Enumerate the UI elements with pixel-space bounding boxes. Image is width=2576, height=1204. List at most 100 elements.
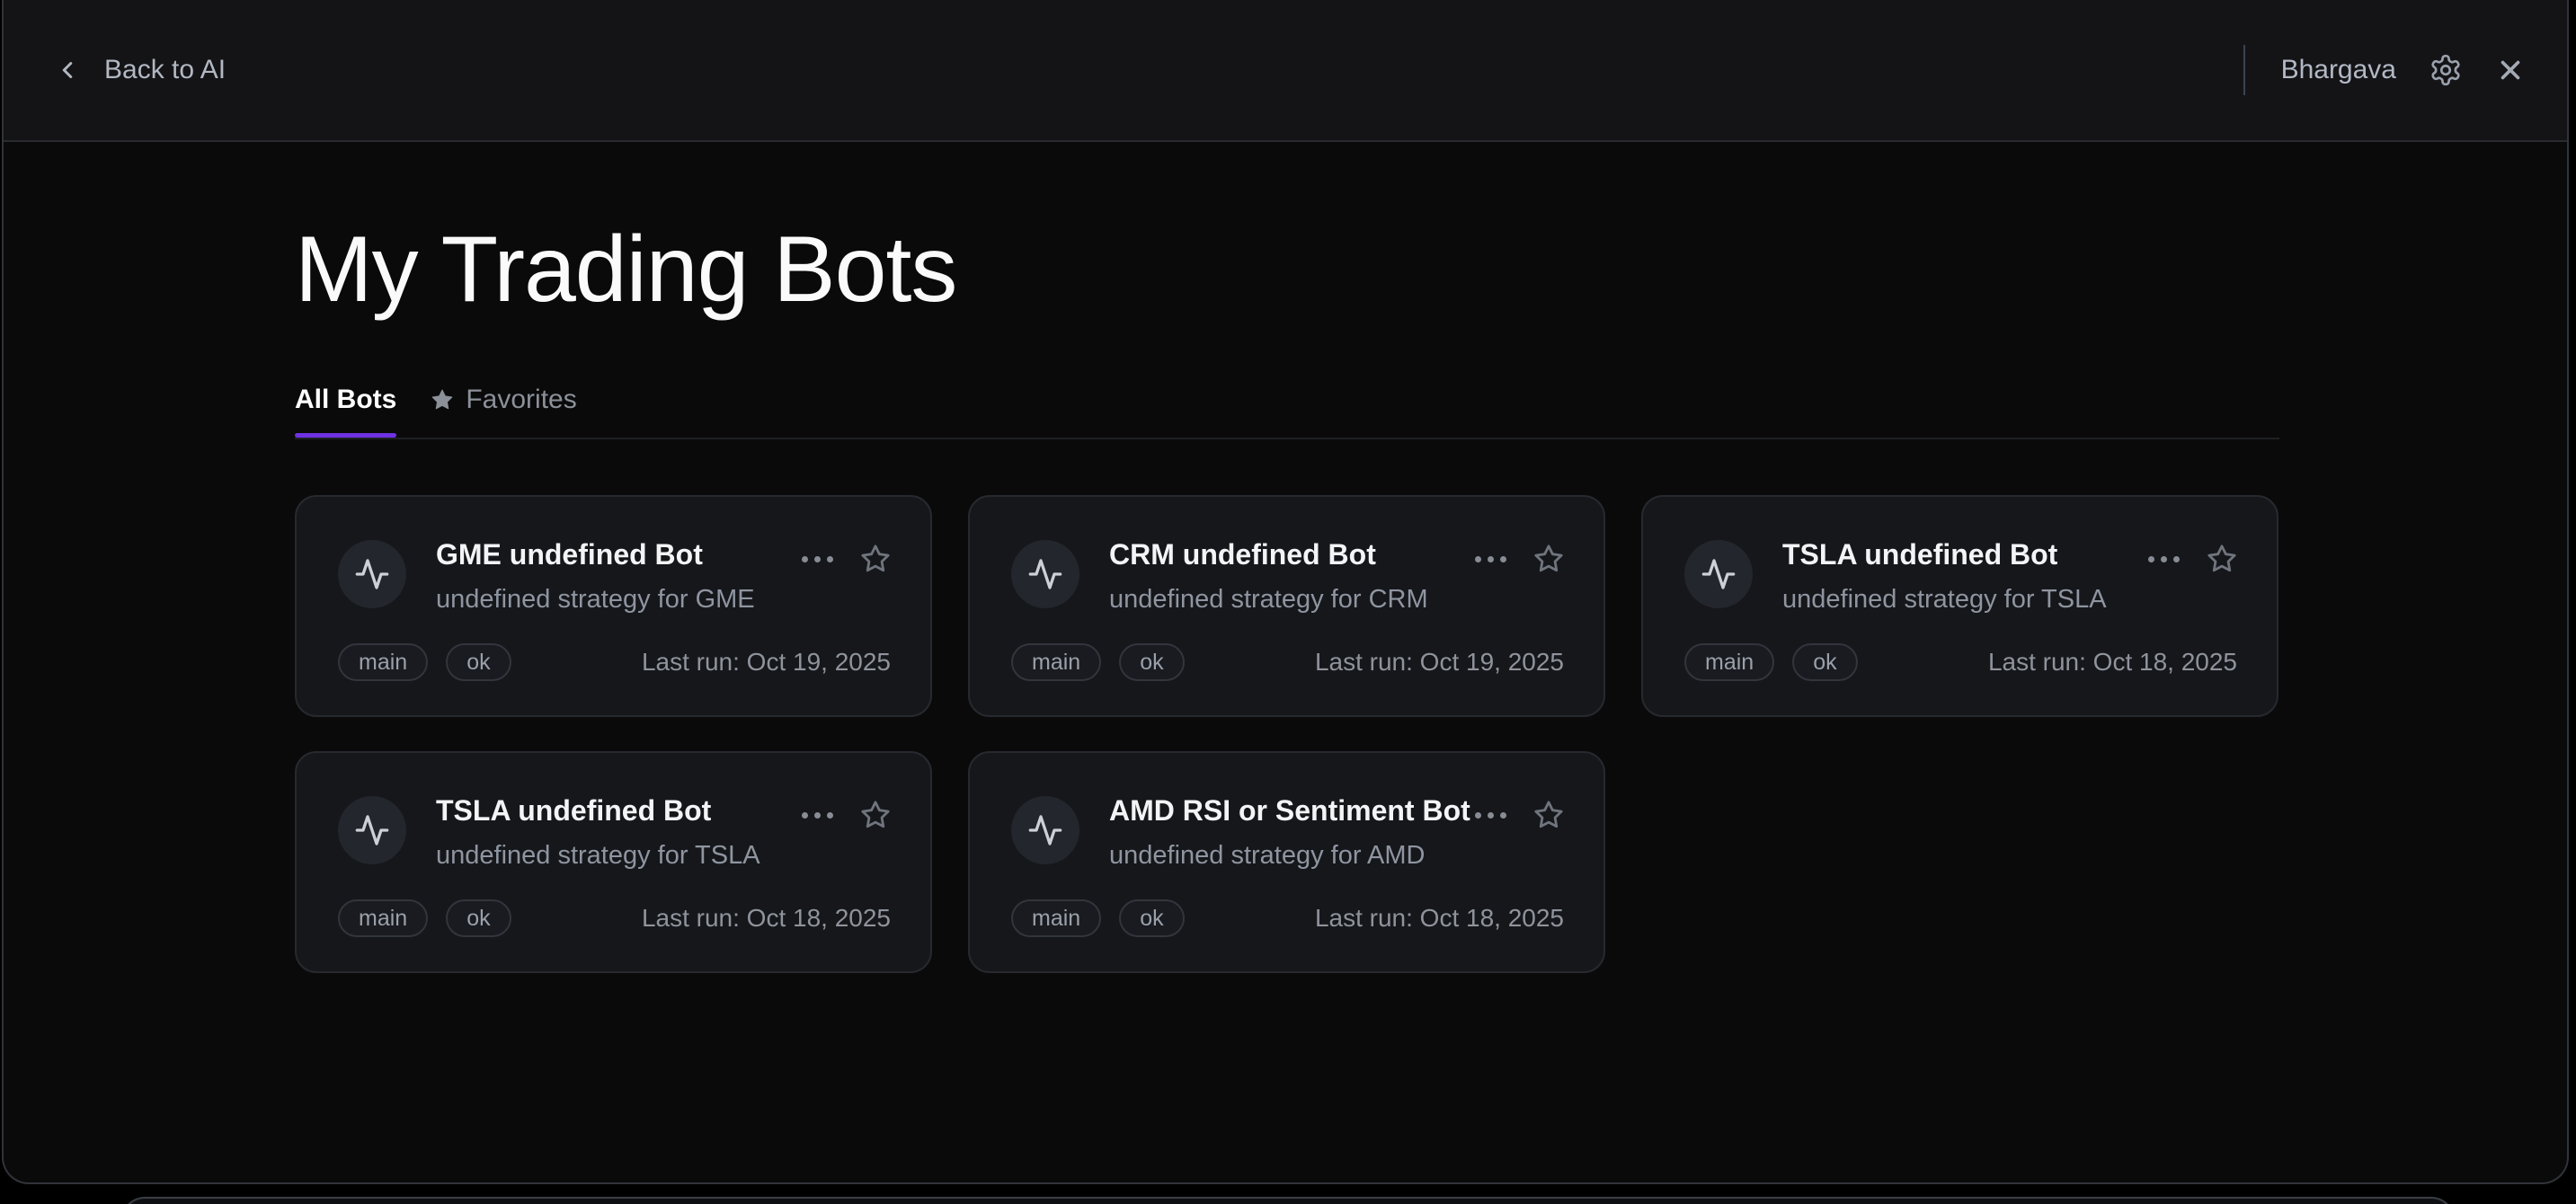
tab-all-bots[interactable]: All Bots — [295, 385, 397, 438]
more-horizontal-icon — [1475, 555, 1506, 562]
bot-favorite-button[interactable] — [860, 544, 891, 574]
activity-icon — [1027, 556, 1063, 592]
badge-ok: ok — [1792, 643, 1858, 682]
bot-card-header: CRM undefined Bot undefined strategy for… — [1011, 536, 1564, 615]
tab-favorites[interactable]: Favorites — [431, 385, 577, 438]
badge-main: main — [1011, 899, 1102, 938]
bot-avatar — [338, 540, 406, 609]
chevron-left-icon — [54, 57, 81, 84]
badge-ok: ok — [1119, 899, 1185, 938]
back-to-ai-button[interactable]: Back to AI — [54, 55, 226, 85]
bot-card-actions — [802, 800, 891, 830]
bot-menu-button[interactable] — [2148, 555, 2180, 562]
more-horizontal-icon — [2148, 555, 2180, 562]
activity-icon — [354, 556, 390, 592]
bot-card-header: AMD RSI or Sentiment Bot undefined strat… — [1011, 792, 1564, 871]
bot-avatar — [1011, 796, 1079, 865]
bot-favorite-button[interactable] — [860, 800, 891, 830]
topbar: Back to AI Bhargava — [4, 0, 2567, 142]
bot-menu-button[interactable] — [802, 555, 833, 562]
bot-name: CRM undefined Bot — [1109, 538, 1376, 571]
bot-favorite-button[interactable] — [1533, 544, 1564, 574]
bot-name: TSLA undefined Bot — [1782, 538, 2058, 571]
topbar-divider — [2243, 45, 2245, 95]
bot-avatar — [338, 796, 406, 865]
more-horizontal-icon — [802, 811, 833, 819]
bot-card[interactable]: AMD RSI or Sentiment Bot undefined strat… — [968, 751, 1605, 974]
badge-ok: ok — [446, 899, 511, 938]
bot-menu-button[interactable] — [802, 811, 833, 819]
bot-card-actions — [1475, 800, 1564, 830]
bot-card[interactable]: TSLA undefined Bot undefined strategy fo… — [295, 751, 932, 974]
bot-menu-button[interactable] — [1475, 555, 1506, 562]
bot-last-run: Last run: Oct 18, 2025 — [1314, 904, 1564, 933]
background-window-edge — [121, 1197, 2455, 1204]
bot-info: CRM undefined Bot undefined strategy for… — [1109, 536, 1461, 615]
more-horizontal-icon — [1475, 811, 1506, 819]
bot-card-actions — [2148, 544, 2237, 574]
bot-description: undefined strategy for GME — [436, 585, 755, 615]
settings-button[interactable] — [2429, 53, 2463, 87]
content: My Trading Bots All Bots Favorites — [4, 142, 2567, 974]
close-icon — [2495, 55, 2526, 85]
badge-ok: ok — [1119, 643, 1185, 682]
bot-name: AMD RSI or Sentiment Bot — [1109, 794, 1470, 828]
activity-icon — [1701, 556, 1737, 592]
bot-card[interactable]: GME undefined Bot undefined strategy for… — [295, 495, 932, 718]
bot-card-actions — [802, 544, 891, 574]
gear-icon — [2429, 53, 2463, 87]
star-icon — [2207, 544, 2237, 574]
bot-favorite-button[interactable] — [1533, 800, 1564, 830]
star-icon — [860, 800, 891, 830]
bot-avatar — [1684, 540, 1753, 609]
bot-info: AMD RSI or Sentiment Bot undefined strat… — [1109, 792, 1470, 871]
bot-info: GME undefined Bot undefined strategy for… — [436, 536, 787, 615]
bot-menu-button[interactable] — [1475, 811, 1506, 819]
bot-card[interactable]: TSLA undefined Bot undefined strategy fo… — [1641, 495, 2278, 718]
bots-grid: GME undefined Bot undefined strategy for… — [295, 495, 2567, 974]
bot-card-actions — [1475, 544, 1564, 574]
activity-icon — [354, 812, 390, 848]
bot-card-header: TSLA undefined Bot undefined strategy fo… — [338, 792, 891, 871]
bot-card[interactable]: CRM undefined Bot undefined strategy for… — [968, 495, 1605, 718]
bot-last-run: Last run: Oct 18, 2025 — [641, 904, 891, 933]
bot-name: TSLA undefined Bot — [436, 794, 712, 828]
star-icon — [1533, 544, 1564, 574]
more-horizontal-icon — [802, 555, 833, 562]
bot-last-run: Last run: Oct 18, 2025 — [1987, 648, 2237, 677]
back-to-ai-label: Back to AI — [104, 55, 227, 84]
bot-last-run: Last run: Oct 19, 2025 — [1314, 648, 1564, 677]
user-name: Bhargava — [2280, 55, 2396, 84]
bot-description: undefined strategy for TSLA — [1782, 585, 2107, 615]
badge-main: main — [338, 643, 429, 682]
close-button[interactable] — [2495, 55, 2526, 85]
activity-icon — [1027, 812, 1063, 848]
bot-card-header: GME undefined Bot undefined strategy for… — [338, 536, 891, 615]
topbar-right: Bhargava — [2243, 45, 2526, 95]
bot-description: undefined strategy for AMD — [1109, 841, 1426, 871]
bot-description: undefined strategy for CRM — [1109, 585, 1428, 615]
bot-info: TSLA undefined Bot undefined strategy fo… — [1782, 536, 2134, 615]
bot-description: undefined strategy for TSLA — [436, 841, 760, 871]
bot-name: GME undefined Bot — [436, 538, 703, 571]
bot-card-header: TSLA undefined Bot undefined strategy fo… — [1684, 536, 2237, 615]
tab-all-bots-label: All Bots — [295, 385, 397, 415]
trading-bots-window: Back to AI Bhargava — [2, 0, 2569, 1184]
star-icon — [860, 544, 891, 574]
tab-favorites-label: Favorites — [466, 385, 577, 415]
tabs: All Bots Favorites — [295, 385, 2567, 438]
badge-main: main — [1684, 643, 1775, 682]
bot-last-run: Last run: Oct 19, 2025 — [641, 648, 891, 677]
bot-favorite-button[interactable] — [2207, 544, 2237, 574]
star-icon — [1533, 800, 1564, 830]
star-icon — [431, 388, 454, 412]
bot-avatar — [1011, 540, 1079, 609]
